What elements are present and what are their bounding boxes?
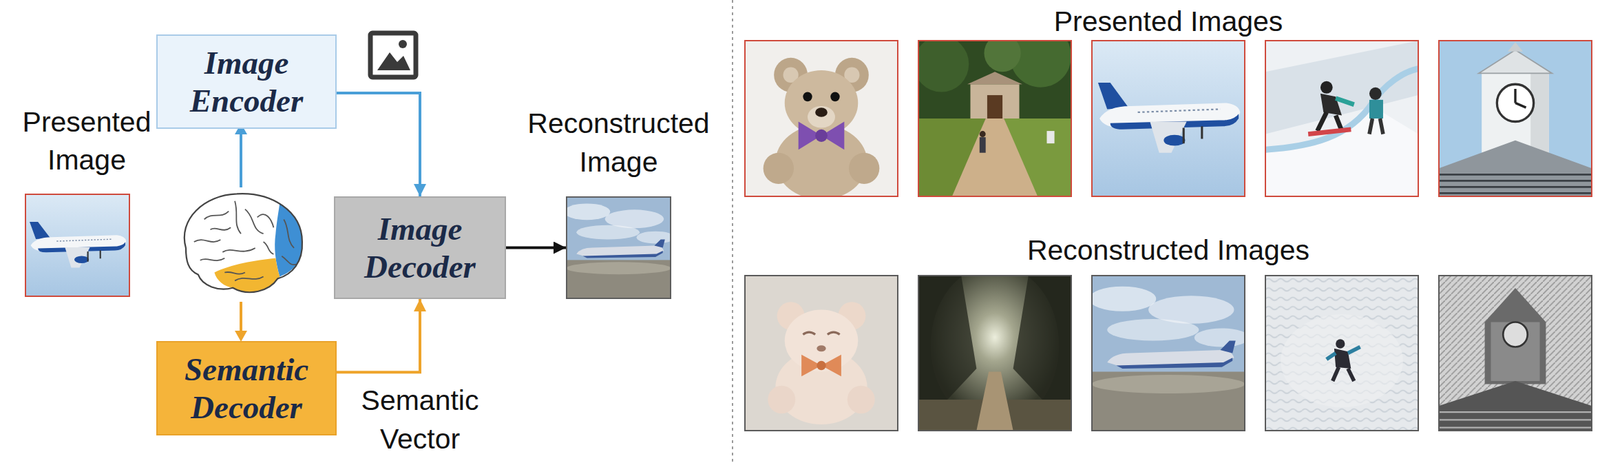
reconstructed-images xyxy=(918,264,1072,431)
presented-images xyxy=(1438,40,1592,197)
text-label: Reconstructed Images xyxy=(1027,231,1310,270)
brain-illustration xyxy=(194,201,297,281)
image-icon xyxy=(398,39,407,49)
presented-images xyxy=(1091,40,1245,197)
brain-illustration xyxy=(184,193,303,292)
image-icon xyxy=(370,33,416,78)
brain-illustration xyxy=(194,239,221,242)
box-label: Image Encoder xyxy=(172,44,321,119)
brain-illustration xyxy=(204,211,230,220)
brain-arrows xyxy=(239,133,243,188)
brain-illustration xyxy=(245,209,264,235)
thumbnail-image xyxy=(565,196,672,299)
presented-images xyxy=(744,40,898,200)
connector-arrow xyxy=(336,298,420,372)
reconstructed-images xyxy=(744,275,898,431)
presented-images xyxy=(744,40,898,197)
reconstructed-images xyxy=(1438,275,1592,431)
reconstructed-images xyxy=(1265,275,1419,431)
brain-illustration xyxy=(274,203,303,277)
brain-arrows xyxy=(234,330,248,342)
brain-illustration xyxy=(184,193,303,292)
text-label: Presented Images xyxy=(1054,2,1284,41)
divider xyxy=(731,0,734,463)
brain-arrows xyxy=(239,301,243,332)
brain-illustration xyxy=(263,241,275,255)
reconstructed-images xyxy=(1091,275,1245,431)
brain-illustration xyxy=(234,201,241,234)
edge-label: Semantic Vector xyxy=(337,381,503,458)
connector-arrow xyxy=(506,246,566,250)
brain-illustration xyxy=(222,247,255,252)
brain-illustration xyxy=(224,271,246,275)
presented-images xyxy=(913,24,1072,197)
brain-arrows xyxy=(234,123,248,342)
brain-illustration xyxy=(200,258,226,261)
presented-images xyxy=(1091,40,1245,197)
text-label: Presented Image xyxy=(4,103,170,180)
image-icon xyxy=(377,52,411,71)
reconstructed-images xyxy=(744,275,898,431)
brain-illustration xyxy=(281,256,297,265)
reconstructed-images xyxy=(1438,275,1592,431)
thumbnail-border xyxy=(566,196,671,299)
presented-images xyxy=(918,40,1072,197)
box-label: Semantic Decoder xyxy=(172,350,321,425)
reconstructed-images xyxy=(918,275,1072,431)
reconstructed-images xyxy=(1089,275,1250,431)
connector-arrow xyxy=(336,92,420,197)
presented-images xyxy=(1265,40,1419,197)
thumbnail-image xyxy=(565,196,672,299)
brain-illustration xyxy=(234,276,263,281)
image-icon xyxy=(370,33,416,78)
presented-images xyxy=(1265,40,1419,197)
presented-images xyxy=(744,40,1592,197)
brain-illustration xyxy=(257,214,275,228)
presented-thumbnail xyxy=(25,194,130,297)
decoder-box: Image Decoder xyxy=(333,196,507,299)
presented-thumbnail xyxy=(25,194,130,297)
reconstructed-images xyxy=(1265,275,1419,431)
brain-illustration xyxy=(184,193,303,292)
reconstructed-images xyxy=(744,264,1592,431)
presented-images xyxy=(744,24,1592,199)
reconstructed-images xyxy=(744,275,1592,431)
encoder-box: Image Encoder xyxy=(156,34,337,129)
brain-illustration xyxy=(283,218,294,248)
image-heading: Reconstructed Image xyxy=(508,104,730,182)
box-label: Image Decoder xyxy=(346,209,495,285)
presented-thumbnail xyxy=(25,194,130,297)
reconstructed-thumbnail: Reconstructed Image xyxy=(565,196,672,299)
brain-illustration xyxy=(210,227,232,230)
presented-images xyxy=(1438,40,1592,197)
decoder-box: Semantic Decoder xyxy=(156,340,337,436)
